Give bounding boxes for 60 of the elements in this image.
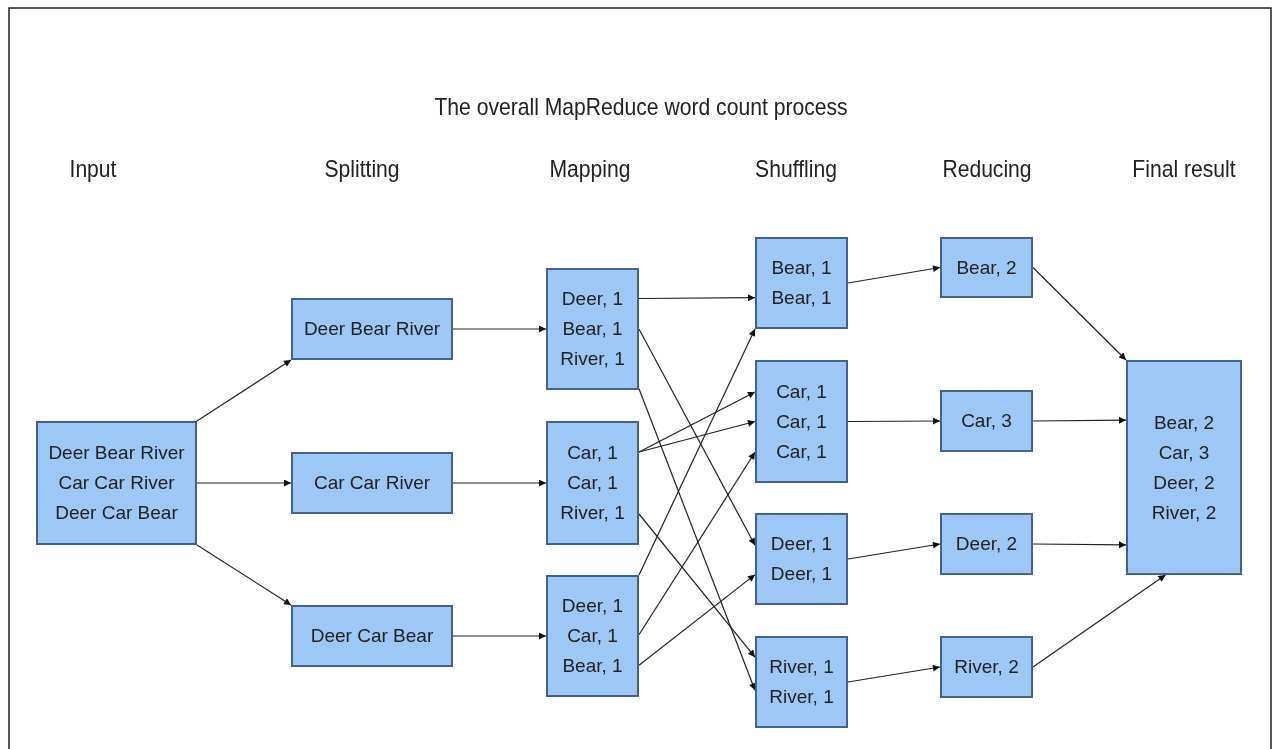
column-heading: Shuffling	[755, 155, 837, 183]
process-box	[755, 636, 848, 728]
process-box	[1126, 360, 1242, 575]
arrow	[638, 391, 756, 453]
process-box	[291, 298, 453, 360]
box-text: Deer Bear River	[303, 317, 441, 341]
box-text: Bear, 2	[956, 255, 1017, 280]
process-box	[755, 237, 848, 329]
column-heading: Input	[69, 155, 117, 183]
box-text: Deer Car Bear	[310, 624, 434, 648]
arrow	[847, 417, 941, 425]
column-heading: Splitting	[324, 155, 400, 183]
process-box	[546, 268, 639, 390]
box-text: Deer, 1 Deer, 1	[769, 532, 834, 586]
process-box	[940, 237, 1033, 298]
arrow	[638, 294, 756, 302]
box-text: River, 2	[954, 655, 1019, 679]
box-text: Deer, 2	[955, 532, 1018, 556]
process-box	[755, 513, 848, 605]
arrow	[638, 388, 756, 691]
process-box	[755, 360, 848, 483]
process-box	[940, 513, 1033, 575]
arrow	[847, 664, 941, 683]
arrow	[196, 544, 292, 606]
process-box	[546, 575, 639, 697]
diagram-title: The overall MapReduce word count process	[434, 93, 848, 121]
arrow	[1032, 266, 1127, 361]
arrow	[196, 479, 292, 487]
box-text: Car, 1 Car, 1 Car, 1	[775, 379, 828, 464]
column-heading: Mapping	[549, 155, 631, 183]
process-box	[291, 605, 453, 667]
arrow	[1032, 574, 1167, 668]
arrow	[452, 479, 547, 487]
box-text: Car, 1 Car, 1 River, 1	[559, 441, 626, 525]
box-text: Bear, 1 Bear, 1	[770, 256, 833, 310]
arrow	[1032, 416, 1127, 424]
box-text: Deer, 1 Car, 1 Bear, 1	[560, 594, 625, 678]
column-heading: Reducing	[942, 155, 1032, 183]
process-box	[36, 421, 197, 545]
process-box	[291, 452, 453, 514]
arrow	[638, 451, 756, 636]
arrow	[196, 359, 292, 422]
box-text: Car Car River	[313, 471, 431, 495]
box-text: Car, 3	[961, 409, 1012, 433]
process-box	[940, 636, 1033, 698]
arrow	[638, 513, 756, 658]
arrow	[638, 419, 756, 453]
process-box	[546, 421, 639, 545]
arrow	[452, 632, 547, 640]
box-text: River, 1 River, 1	[768, 655, 835, 709]
arrow	[1032, 541, 1127, 549]
box-text: Bear, 2 Car, 3 Deer, 2 River, 2	[1150, 410, 1218, 525]
arrow	[452, 325, 547, 333]
process-box	[940, 390, 1033, 452]
column-heading: Final result	[1132, 155, 1236, 183]
arrow	[638, 574, 756, 666]
arrow	[847, 541, 941, 560]
arrow	[847, 265, 941, 284]
box-text: Deer Bear River Car Car River Deer Car Bear	[47, 441, 186, 525]
box-text: Deer, 1 Bear, 1 River, 1	[559, 287, 626, 371]
